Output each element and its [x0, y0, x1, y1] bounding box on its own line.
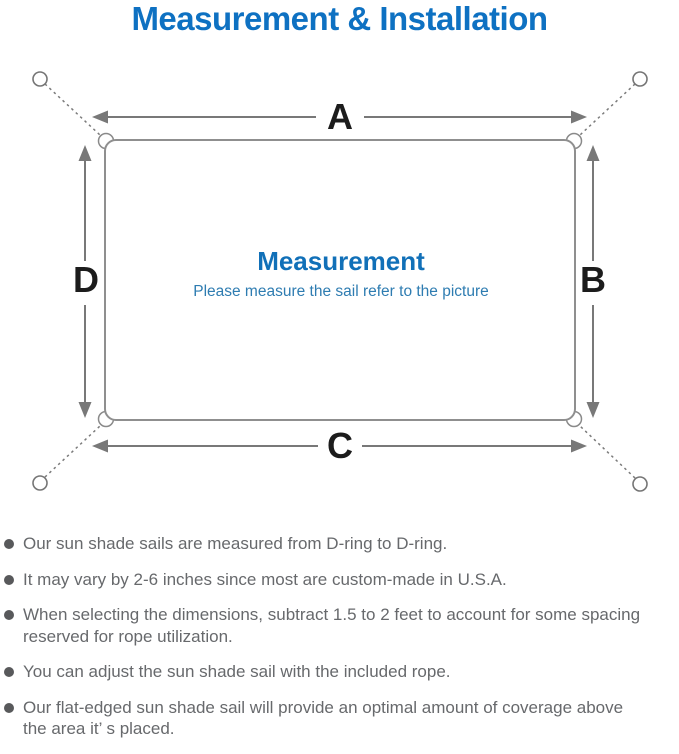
diagram-subtitle: Please measure the sail refer to the pic… — [193, 283, 489, 300]
list-item: Our sun shade sails are measured from D-… — [4, 533, 670, 555]
tether-line-top-right — [579, 83, 636, 136]
tether-line-bottom-left — [44, 425, 101, 478]
bullet-icon — [4, 539, 14, 549]
measure-arrow-left: D — [73, 145, 99, 418]
note-text: You can adjust the sun shade sail with t… — [23, 662, 451, 681]
bullet-icon — [4, 574, 14, 585]
note-text: It may vary by 2-6 inches since most are… — [23, 569, 507, 589]
bullet-icon — [4, 610, 14, 620]
note-text: Our sun shade sails are measured from D-… — [23, 534, 448, 553]
bullet-icon — [4, 667, 14, 677]
anchor-ring-top-left-icon — [32, 71, 48, 87]
dimension-label-c: C — [327, 425, 353, 466]
list-item: You can adjust the sun shade sail with t… — [4, 661, 670, 683]
anchor-ring-bottom-left-icon — [32, 475, 48, 491]
anchor-ring-top-right-icon — [632, 71, 648, 87]
dimension-label-b: B — [580, 259, 606, 300]
tether-line-bottom-right — [579, 425, 636, 479]
anchor-ring-bottom-right-icon — [632, 476, 648, 492]
tether-line-top-left — [44, 83, 101, 136]
note-text: When selecting the dimensions, subtract … — [23, 605, 641, 646]
measure-arrow-top: A — [92, 96, 587, 137]
measurement-diagram: A C D B Measurement Please meas — [32, 71, 648, 492]
measure-arrow-right: B — [580, 145, 606, 418]
diagram-title: Measurement — [257, 246, 425, 276]
measure-arrow-bottom: C — [92, 425, 587, 466]
note-text: Our flat-edged sun shade sail will provi… — [23, 697, 624, 739]
list-item: Our flat-edged sun shade sail will provi… — [4, 697, 670, 740]
bullet-icon — [4, 702, 14, 713]
dimension-label-a: A — [327, 96, 353, 137]
page-title: Measurement & Installation — [131, 0, 548, 37]
list-item: When selecting the dimensions, subtract … — [4, 604, 670, 647]
list-item: It may vary by 2-6 inches since most are… — [4, 569, 670, 591]
notes-list: Our sun shade sails are measured from D-… — [4, 533, 670, 754]
sail-outline — [104, 139, 576, 421]
dimension-label-d: D — [73, 259, 99, 300]
